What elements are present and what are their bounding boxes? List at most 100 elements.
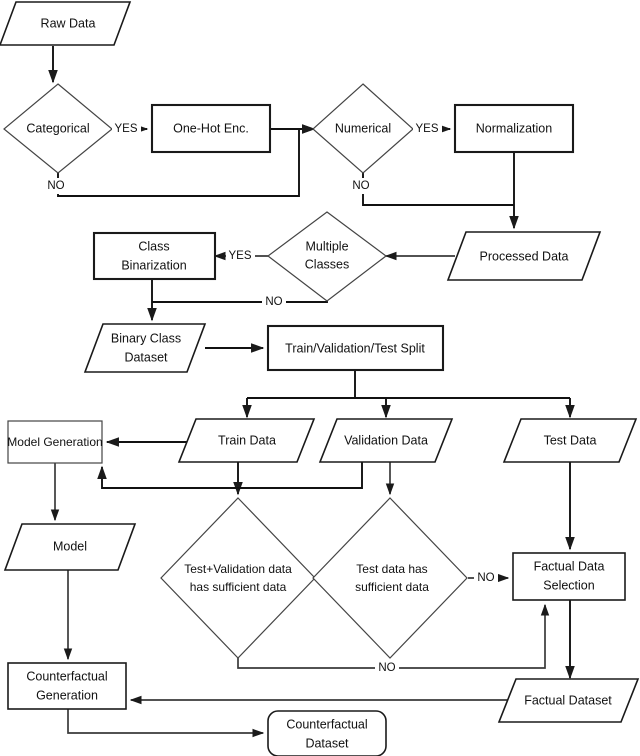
label-bg — [112, 121, 141, 137]
label-bg — [375, 660, 399, 676]
one-hot-enc-shape — [150, 103, 272, 154]
model-label: Model — [53, 539, 87, 553]
split-label: Train/Validation/Test Split — [285, 341, 425, 355]
test-sufficient-label-line2: sufficient data — [355, 580, 429, 594]
validation-data-shape — [318, 418, 454, 463]
edge-label-test-validation-sufficient-no: NO — [375, 660, 399, 676]
edge-label-categorical-no: NO — [43, 178, 67, 194]
multiple-classes-label-line1: Multiple — [305, 239, 348, 253]
edge-label-numerical-no: NO — [349, 178, 373, 194]
node-numerical[interactable]: Numerical — [312, 83, 414, 174]
edge-label-test-sufficient-no: NO — [474, 570, 498, 586]
node-test-data[interactable]: Test Data — [502, 418, 638, 463]
counterfactual-generation-label-line1: Counterfactual — [26, 669, 107, 683]
test-data-shape — [502, 418, 638, 463]
one-hot-enc-label: One-Hot Enc. — [173, 121, 249, 135]
categorical-shape — [3, 83, 113, 174]
node-train-data[interactable]: Train Data — [177, 418, 316, 463]
node-counterfactual-generation[interactable]: Counterfactual Generation — [7, 662, 127, 710]
numerical-shape — [312, 83, 414, 174]
class-binarization-shape — [92, 231, 217, 281]
multiple-classes-shape — [267, 211, 387, 302]
test-validation-sufficient-no-text: NO — [378, 662, 395, 674]
train-data-label: Train Data — [218, 433, 276, 447]
node-train-validation-test-split[interactable]: Train/Validation/Test Split — [266, 324, 445, 372]
model-generation-shape — [7, 420, 103, 464]
edge-label-categorical-yes: YES — [112, 121, 141, 137]
counterfactual-generation-label-line2: Generation — [36, 688, 98, 702]
edge-labels-group: YES NO YES NO YES NO — [43, 121, 498, 676]
normalization-label: Normalization — [476, 121, 552, 135]
categorical-yes-text: YES — [114, 123, 137, 135]
node-validation-data[interactable]: Validation Data — [318, 418, 454, 463]
node-counterfactual-dataset[interactable]: Counterfactual Dataset — [267, 710, 387, 756]
binary-class-dataset-label-line2: Dataset — [124, 350, 168, 364]
test-sufficient-shape — [312, 497, 468, 659]
label-bg — [413, 121, 442, 137]
node-test-sufficient[interactable]: Test data has sufficient data — [312, 497, 468, 659]
numerical-no-text: NO — [352, 180, 369, 192]
node-binary-class-dataset[interactable]: Binary Class Dataset — [83, 323, 207, 373]
node-model-generation[interactable]: Model Generation — [7, 420, 103, 464]
label-bg — [474, 570, 498, 586]
node-processed-data[interactable]: Processed Data — [446, 231, 602, 281]
counterfactual-generation-shape — [7, 662, 127, 710]
node-one-hot-enc[interactable]: One-Hot Enc. — [150, 103, 272, 154]
edge-multiclasses-no — [152, 301, 328, 303]
raw-data-shape — [0, 1, 132, 46]
edge-validationdata-to-modelgeneration — [97, 462, 363, 489]
edge-label-numerical-yes: YES — [413, 121, 442, 137]
node-factual-dataset[interactable]: Factual Dataset — [497, 678, 640, 723]
binary-class-dataset-shape — [83, 323, 207, 373]
test-data-label: Test Data — [544, 433, 597, 447]
test-sufficient-label-line1: Test data has — [356, 562, 427, 576]
counterfactual-dataset-label-line1: Counterfactual — [286, 717, 367, 731]
multiple-classes-label-line2: Classes — [305, 257, 349, 271]
class-binarization-label-line1: Class — [138, 239, 169, 253]
label-bg — [43, 178, 67, 194]
node-model[interactable]: Model — [3, 523, 137, 571]
label-bg — [349, 178, 373, 194]
edge-label-multiple-classes-no: NO — [262, 294, 286, 310]
model-shape — [3, 523, 137, 571]
categorical-label: Categorical — [26, 121, 89, 135]
test-validation-sufficient-label-line2: has sufficient data — [190, 580, 287, 594]
node-factual-data-selection[interactable]: Factual Data Selection — [512, 552, 626, 601]
node-class-binarization[interactable]: Class Binarization — [92, 231, 217, 281]
test-validation-sufficient-shape — [160, 497, 316, 659]
numerical-label: Numerical — [335, 121, 391, 135]
node-test-validation-sufficient[interactable]: Test+Validation data has sufficient data — [160, 497, 316, 659]
edge-counterfactualgeneration-to-counterfactualdataset — [67, 709, 265, 738]
processed-data-shape — [446, 231, 602, 281]
node-categorical[interactable]: Categorical — [3, 83, 113, 174]
test-sufficient-no-text: NO — [477, 572, 494, 584]
node-multiple-classes[interactable]: Multiple Classes — [267, 211, 387, 302]
multiple-classes-yes-text: YES — [228, 250, 251, 262]
processed-data-label: Processed Data — [480, 249, 569, 263]
numerical-yes-text: YES — [415, 123, 438, 135]
split-shape — [266, 324, 445, 372]
factual-data-selection-label-line2: Selection — [543, 578, 594, 592]
raw-data-label: Raw Data — [41, 16, 96, 30]
class-binarization-label-line2: Binarization — [121, 258, 186, 272]
test-validation-sufficient-label-line1: Test+Validation data — [184, 562, 292, 576]
counterfactual-dataset-shape — [267, 710, 387, 756]
normalization-shape — [453, 103, 575, 154]
label-bg — [226, 248, 255, 264]
train-data-shape — [177, 418, 316, 463]
model-generation-label: Model Generation — [7, 435, 102, 449]
node-raw-data[interactable]: Raw Data — [0, 1, 132, 46]
factual-data-selection-shape — [512, 552, 626, 601]
counterfactual-dataset-label-line2: Dataset — [305, 736, 349, 750]
factual-data-selection-label-line1: Factual Data — [534, 559, 605, 573]
edge-label-multiple-classes-yes: YES — [226, 248, 255, 264]
multiple-classes-no-text: NO — [265, 296, 282, 308]
binary-class-dataset-label-line1: Binary Class — [111, 331, 181, 345]
label-bg — [262, 294, 286, 310]
node-normalization[interactable]: Normalization — [453, 103, 575, 154]
factual-dataset-label: Factual Dataset — [524, 693, 612, 707]
categorical-no-text: NO — [47, 180, 64, 192]
edge-numerical-no — [362, 172, 514, 206]
